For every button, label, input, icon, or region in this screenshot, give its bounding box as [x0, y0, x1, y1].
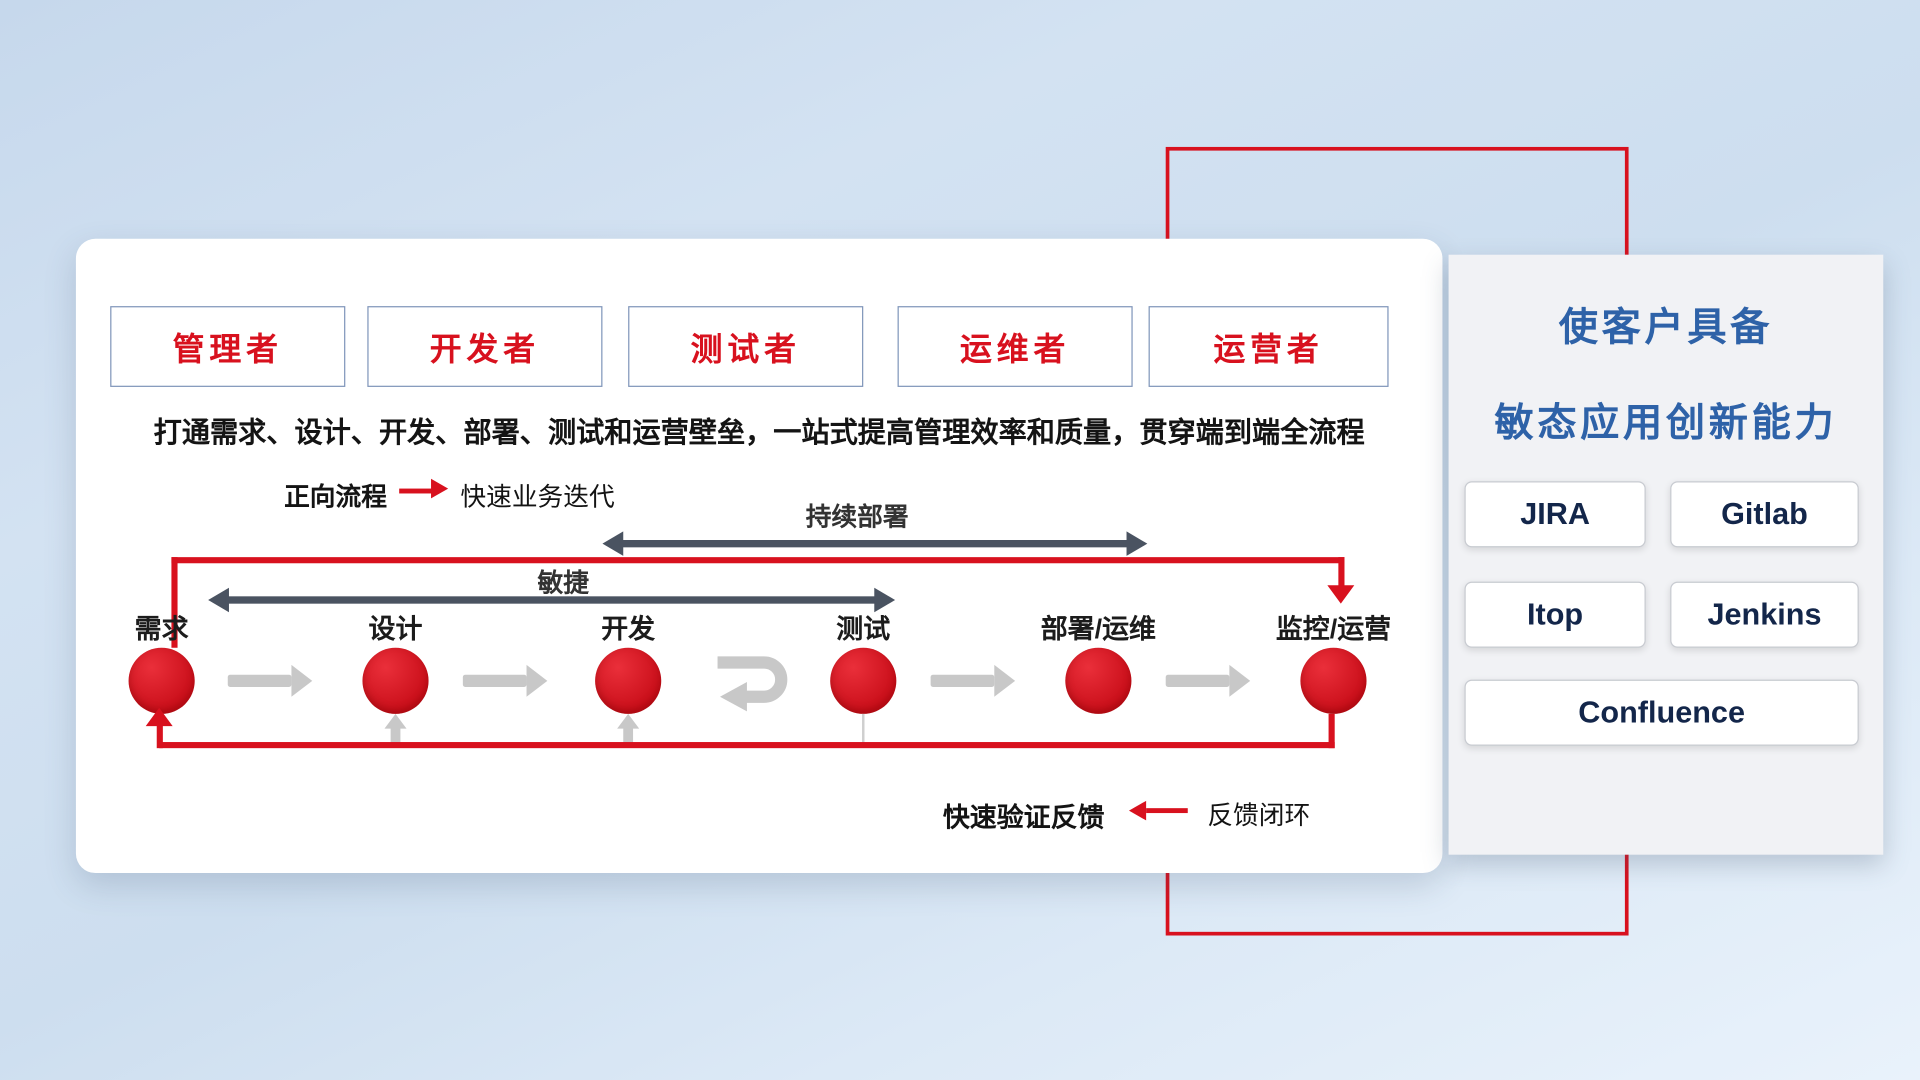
- red-loop-bottom-line: [159, 742, 1335, 749]
- role-box-tester: 测试者: [628, 306, 864, 387]
- forward-arrow-icon: [399, 488, 434, 494]
- flow-arrow-icon: [462, 664, 548, 697]
- feedback-up-stem: [390, 727, 401, 745]
- node-label-design: 设计: [368, 613, 423, 645]
- deploy-arrowhead-left-icon: [602, 531, 624, 556]
- node-circle-deploy-ops: [1065, 647, 1132, 714]
- feedback-up-arrowhead-icon: [384, 713, 407, 729]
- panel-title-line1: 使客户具备: [1558, 304, 1774, 349]
- feedback-arrow-line: [1146, 808, 1188, 814]
- red-loop-left-bottom-line: [156, 724, 163, 749]
- tool-box-jenkins: Jenkins: [1670, 581, 1859, 648]
- tool-box-jira: JIRA: [1464, 481, 1646, 548]
- agile-label: 敏捷: [537, 569, 589, 598]
- panel-title-line2: 敏态应用创新能力: [1494, 400, 1838, 445]
- red-loop-down-arrowhead-icon: [1327, 585, 1355, 604]
- role-box-developer: 开发者: [367, 306, 603, 387]
- red-loop-right-bottom-line: [1328, 713, 1335, 749]
- feedback-legend-title: 反馈闭环: [1207, 802, 1311, 831]
- capability-panel: 使客户具备 敏态应用创新能力 JIRA Gitlab Itop Jenkins …: [1448, 254, 1884, 855]
- role-box-manager: 管理者: [110, 306, 346, 387]
- test-feedback-connector: [862, 713, 865, 745]
- forward-arrowhead-icon: [431, 478, 449, 499]
- role-box-operator: 运营者: [1148, 306, 1389, 387]
- node-label-requirements: 需求: [134, 613, 189, 645]
- feedback-up-stem: [623, 727, 634, 745]
- role-box-ops: 运维者: [897, 306, 1133, 387]
- node-circle-development: [595, 647, 662, 714]
- workflow-subtitle: 打通需求、设计、开发、部署、测试和运营壁垒，一站式提高管理效率和质量，贯穿端到端…: [153, 416, 1365, 449]
- red-loop-right-line: [1338, 557, 1345, 587]
- node-label-monitor-op: 监控/运营: [1275, 613, 1392, 645]
- forward-legend-desc: 快速业务迭代: [460, 483, 615, 512]
- flow-arrow-icon: [227, 664, 313, 697]
- continuous-deploy-label: 持续部署: [805, 503, 909, 532]
- feedback-legend-desc: 快速验证反馈: [942, 802, 1105, 833]
- red-loop-left-line: [171, 557, 178, 648]
- node-label-test: 测试: [836, 613, 891, 645]
- deploy-arrowhead-right-icon: [1126, 531, 1148, 556]
- tool-box-confluence: Confluence: [1464, 679, 1859, 746]
- agile-arrowhead-right-icon: [874, 587, 896, 613]
- agile-arrowhead-left-icon: [208, 587, 229, 613]
- feedback-up-arrowhead-icon: [617, 713, 640, 729]
- flow-arrow-icon: [930, 664, 1016, 697]
- tool-box-itop: Itop: [1464, 581, 1646, 648]
- agile-arrow-line: [225, 596, 877, 604]
- tool-box-gitlab: Gitlab: [1670, 481, 1859, 548]
- node-label-development: 开发: [601, 613, 656, 645]
- node-label-deploy-ops: 部署/运维: [1040, 613, 1156, 645]
- deploy-arrow-line: [619, 540, 1129, 548]
- node-circle-requirements: [128, 647, 195, 714]
- red-loop-top-line: [171, 557, 1345, 564]
- node-circle-test: [830, 647, 897, 714]
- iteration-loop-arrow-icon: [717, 656, 788, 712]
- node-circle-monitor-op: [1300, 647, 1367, 714]
- red-loop-up-arrowhead-icon: [145, 707, 173, 727]
- flow-arrow-icon: [1165, 664, 1251, 697]
- forward-legend-title: 正向流程: [284, 483, 387, 512]
- node-circle-design: [362, 647, 429, 714]
- feedback-arrowhead-icon: [1128, 800, 1147, 821]
